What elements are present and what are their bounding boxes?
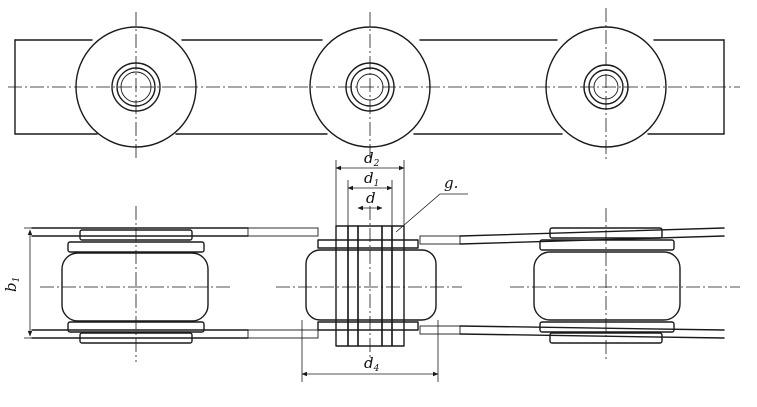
hatched-plate-top-right (419, 235, 461, 245)
center-sectioned-roller (247, 206, 462, 362)
left-roller-assembly (40, 206, 230, 362)
hatched-plate-bottom-right (419, 325, 461, 335)
sleeve-right (381, 225, 393, 347)
top-view (8, 8, 740, 160)
label-d1: d1 (364, 169, 379, 189)
outer-plate-bottom (31, 325, 725, 339)
label-d: d (366, 189, 376, 207)
bush-wall-left (335, 225, 349, 347)
sleeve-left (347, 225, 359, 347)
label-d4: d4 (364, 354, 380, 374)
hatched-plate-bottom-left (247, 329, 319, 339)
right-roller-assembly (510, 208, 740, 362)
top-roller-3 (545, 8, 667, 160)
bush-wall-right (391, 225, 405, 347)
label-d2: d2 (364, 149, 380, 169)
top-roller-2 (309, 12, 431, 160)
label-b1: b1 (2, 277, 22, 292)
hatched-plate-top-left (247, 227, 319, 237)
dimension-lines (24, 160, 468, 382)
top-roller-1 (75, 12, 197, 160)
bottom-view: d2 d1 d g. b1 d4 (2, 149, 740, 382)
outer-plate-top (31, 227, 725, 245)
leader-g (395, 193, 468, 233)
label-g: g. (444, 174, 458, 192)
